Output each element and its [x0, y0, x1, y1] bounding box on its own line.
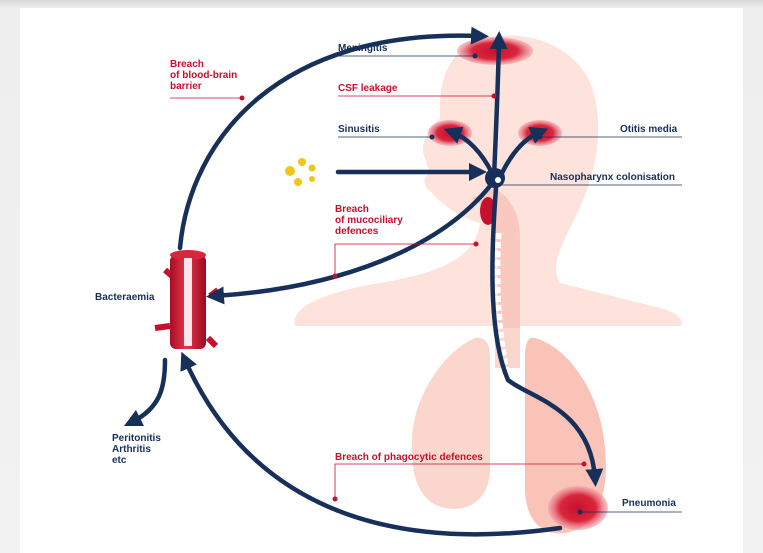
label-nasopharynx: Nasopharynx colonisation — [550, 172, 675, 183]
label-mucociliary-breach: Breach of mucociliary defences — [335, 204, 403, 237]
bacteria-dots-icon — [285, 158, 316, 186]
label-bacteraemia: Bacteraemia — [95, 292, 154, 303]
pneumonia-site — [548, 486, 608, 530]
label-otitis-media: Otitis media — [620, 124, 677, 135]
blood-vessel-icon — [155, 250, 218, 349]
label-pneumonia: Pneumonia — [622, 498, 676, 509]
arrow-pneumonia-to-bacteraemia — [185, 360, 560, 534]
label-bbb-breach: Breach of blood-brain barrier — [170, 59, 237, 92]
arrow-to-complications — [132, 360, 165, 422]
label-csf-leakage: CSF leakage — [338, 83, 397, 94]
label-sinusitis: Sinusitis — [338, 124, 380, 135]
label-complications: Peritonitis Arthritis etc — [112, 433, 161, 466]
diagram-canvas: Meningitis CSF leakage Sinusitis Otitis … — [20, 8, 743, 553]
label-phagocytic-breach: Breach of phagocytic defences — [335, 452, 483, 463]
label-meningitis: Meningitis — [338, 43, 387, 54]
meningitis-site — [457, 37, 533, 65]
